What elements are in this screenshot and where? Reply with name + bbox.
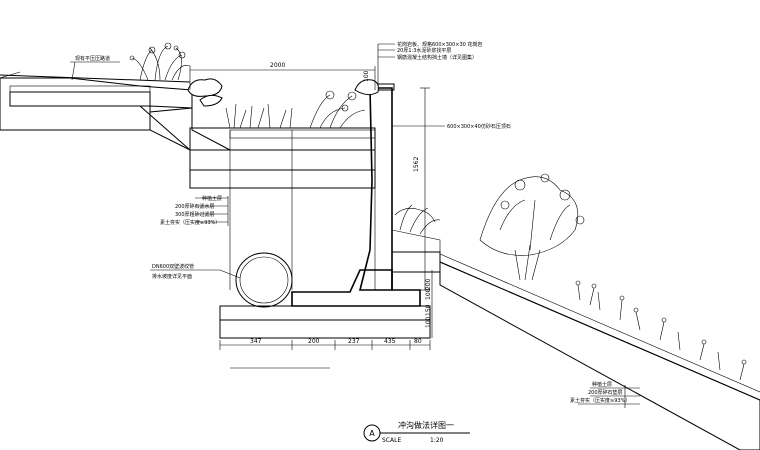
retaining-wall	[291, 83, 421, 307]
dim-base-5: 80	[414, 338, 422, 345]
annotation-top-left: 现有平压压路道	[70, 55, 120, 81]
annotation-wall-cap: 花岗岩板、规格600×300×30 花岗岩 20厚1:3水泥砂浆找平层 钢筋混凝…	[377, 41, 482, 84]
label-drain-layer: 300厚粗砂过滤层	[175, 211, 215, 218]
label-slope-soil: 素土夯实（压实度≥93%）	[570, 397, 630, 404]
dim-top-small: 100	[363, 70, 370, 82]
grasses-planter	[225, 90, 366, 129]
dim-side-4: 200	[425, 278, 432, 290]
dim-top-width: 2000	[270, 62, 285, 69]
annotation-pipe: DN600双壁波纹管 排水坡度详见平面	[150, 263, 241, 280]
label-rebar: 钢筋混凝土结构挡土墙（详见图集）	[397, 54, 477, 61]
label-soil-layer: 素土夯实（压实度≥93%）	[160, 219, 220, 226]
scale-value: 1:20	[430, 437, 444, 444]
dim-base-1: 347	[250, 338, 262, 345]
label-gravel-layer: 200厚碎石滤水层	[175, 203, 215, 210]
planter-bed	[189, 127, 376, 189]
top-left-surface	[0, 71, 193, 131]
dim-base-3: 237	[348, 338, 360, 345]
dim-side-1: 100	[425, 288, 432, 300]
scale-label: SCALE	[382, 437, 401, 444]
label-pipe-sub: 排水坡度详见平面	[152, 273, 192, 280]
label-top-left-surface: 现有平压压路道	[75, 55, 110, 62]
label-mortar: 20厚1:3水泥砂浆找平层	[397, 47, 451, 54]
shrub-right-slope	[479, 173, 585, 281]
label-pipe: DN600双壁波纹管	[152, 263, 194, 270]
label-wall-cap: 花岗岩板、规格600×300×30 花岗岩	[397, 41, 482, 48]
dim-side: 100 150 100 200	[425, 270, 433, 338]
shrub-top-left	[129, 42, 191, 81]
label-slope-planting: 种植土层	[592, 381, 612, 388]
plant-lower-bed	[394, 204, 441, 235]
title-symbol: A	[369, 429, 375, 438]
dim-wall-height: 1562	[413, 157, 420, 172]
dim-base-2: 200	[308, 338, 320, 345]
dim-wall: 1562 100	[363, 70, 430, 291]
dim-top: 2000	[189, 62, 376, 90]
label-coping: 600×300×40仿砂石压顶石	[447, 123, 511, 130]
dim-base: 347 200 237 435 80	[219, 338, 431, 350]
right-slope	[439, 253, 760, 450]
drawing-title: 冲沟做法详图一	[398, 420, 454, 430]
annotation-coping: 600×300×40仿砂石压顶石	[392, 123, 511, 130]
label-planting-layer: 种植土层	[202, 195, 222, 202]
drainage-pipe	[229, 130, 293, 308]
boulders-top	[187, 78, 379, 107]
base-slab	[219, 305, 431, 369]
label-slope-gravel: 200厚碎石垫层	[588, 389, 623, 396]
annotation-slope: 种植土层 200厚碎石垫层 素土夯实（压实度≥93%）	[570, 381, 640, 408]
title-block: A 冲沟做法详图一 SCALE 1:20	[363, 420, 470, 444]
dim-side-2: 150	[425, 304, 432, 316]
flowers-slope	[575, 280, 747, 381]
dim-base-4: 435	[384, 338, 396, 345]
dim-side-3: 100	[425, 316, 432, 328]
lower-bed	[391, 229, 441, 273]
annotation-layers-left: 种植土层 200厚碎石滤水层 300厚粗砂过滤层 素土夯实（压实度≥93%）	[160, 195, 229, 226]
